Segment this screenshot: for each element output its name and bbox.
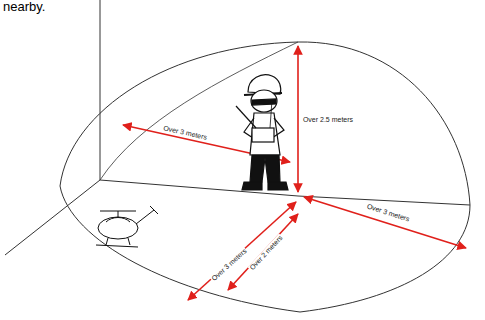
dimension-label: Over 3 meters [365, 202, 412, 223]
dimension-arrows [123, 46, 466, 300]
dimension-label: Over 2 meters [247, 233, 284, 272]
note-text: nearby. [2, 0, 46, 14]
dome-outline [5, 0, 470, 312]
dimension-label: Over 2.5 meters [302, 116, 354, 124]
dimension-label: Over 3 meters [209, 247, 249, 284]
pilot-figure [236, 75, 288, 190]
helicopter-drawing [96, 206, 158, 247]
